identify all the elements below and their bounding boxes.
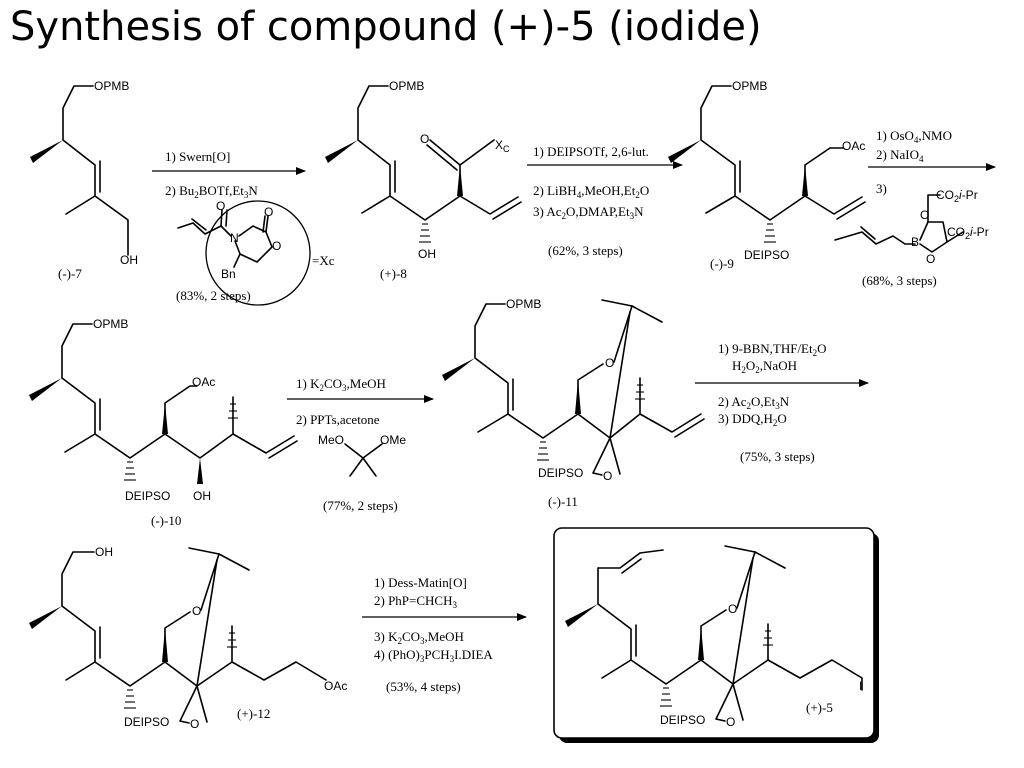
step-yield: (83%, 2 steps)	[176, 288, 251, 303]
atom-label: CO2i-Pr	[936, 188, 978, 204]
atom-label: O	[920, 208, 929, 222]
slide-title: Synthesis of compound (+)-5 (iodide)	[10, 4, 762, 50]
compound-label: (+)-8	[380, 266, 407, 281]
stereo-hash	[419, 223, 431, 243]
atom-label: O	[603, 469, 612, 483]
compound-8: OPMB O XC OH (+)-8	[325, 79, 522, 281]
atom-label: OPMB	[389, 79, 424, 93]
condition-line: 2) Ac2O,Et3N	[718, 394, 790, 411]
compound-5: O DEIPSO O I (+)-5	[553, 527, 879, 743]
compound-label: (-)-11	[548, 494, 578, 509]
atom-label: OMe	[380, 433, 406, 447]
step-2: 1) DEIPSOTf, 2,6-lut. 2) LiBH4,MeOH,Et2O…	[527, 144, 683, 258]
step-1: 1) Swern[O] 2) Bu2BOTf,Et3N O O N O Bn =…	[152, 149, 335, 306]
condition-line: 1) 9-BBN,THF/Et2O	[718, 341, 827, 358]
atom-label: DEIPSO	[125, 489, 170, 503]
step-yield: (77%, 2 steps)	[323, 498, 398, 513]
atom-label: OPMB	[506, 297, 541, 311]
atom-label: B	[911, 235, 919, 249]
condition-line: 1) DEIPSOTf, 2,6-lut.	[533, 144, 649, 159]
stereo-hash	[124, 632, 237, 709]
stereo-hash	[764, 223, 776, 243]
atom-label: I	[859, 679, 862, 693]
atom-label: OH	[193, 489, 211, 503]
atom-label: XC	[495, 138, 510, 154]
atom-label: O	[926, 252, 935, 266]
atom-label: OH	[95, 545, 113, 559]
xc-definition: =Xc	[312, 253, 335, 268]
step-yield: (62%, 3 steps)	[548, 243, 623, 258]
atom-label: O	[216, 199, 225, 213]
atom-label: O	[420, 132, 429, 146]
compound-label: (-)-9	[710, 256, 734, 271]
atom-label: DEIPSO	[744, 248, 789, 262]
atom-label: OAc	[324, 679, 347, 693]
atom-label: OAc	[192, 375, 215, 389]
compound-10: OPMB OAc DEIPSO OH (-)-10	[29, 317, 298, 528]
condition-line: 2) Bu2BOTf,Et3N	[165, 183, 258, 200]
atom-label: Bn	[221, 267, 236, 281]
condition-line: H2O2,NaOH	[732, 358, 797, 375]
stereo-hash	[124, 403, 238, 481]
atom-label: OAc	[842, 139, 865, 153]
atom-label: DEIPSO	[538, 466, 583, 480]
step-yield: (68%, 3 steps)	[862, 273, 937, 288]
product-box	[553, 527, 875, 739]
condition-line: 1) Swern[O]	[165, 149, 230, 164]
atom-label: OH	[418, 247, 436, 261]
condition-line: 2) LiBH4,MeOH,Et2O	[533, 183, 649, 200]
atom-label: CO2i-Pr	[947, 225, 989, 241]
atom-label: OPMB	[94, 79, 129, 93]
atom-label: OPMB	[93, 317, 128, 331]
atom-label: N	[230, 231, 239, 245]
compound-label: (-)-7	[58, 266, 82, 281]
compound-7: OPMB OH (-)-7	[30, 79, 138, 281]
compound-label: (+)-5	[806, 700, 833, 715]
atom-label: O	[272, 239, 281, 253]
atom-label: O	[264, 205, 273, 219]
compound-12: OH O DEIPSO O OAc (+)-12	[29, 545, 347, 731]
condition-line: 2) NaIO4	[876, 147, 924, 164]
atom-label: O	[728, 602, 737, 616]
condition-line: 1) OsO4,NMO	[876, 128, 952, 145]
atom-label: DEIPSO	[124, 715, 169, 729]
atom-label: OH	[120, 253, 138, 267]
step-yield: (75%, 3 steps)	[740, 449, 815, 464]
condition-line: 2) PhP=CHCH3	[374, 593, 458, 610]
condition-line: 3) K2CO3,MeOH	[374, 629, 464, 646]
step-5: 1) 9-BBN,THF/Et2O H2O2,NaOH 2) Ac2O,Et3N…	[695, 341, 869, 464]
chiral-auxiliary: O O N O Bn =Xc	[177, 199, 335, 306]
atom-label: O	[192, 604, 201, 618]
compound-label: (+)-12	[237, 706, 270, 721]
condition-line: 1) Dess-Matin[O]	[374, 575, 467, 590]
atom-label: O	[726, 715, 735, 729]
condition-line: 2) PPTs,acetone	[296, 412, 380, 427]
step-yield: (53%, 4 steps)	[386, 679, 461, 694]
atom-label: DEIPSO	[660, 713, 705, 727]
condition-line: 1) K2CO3,MeOH	[296, 376, 386, 393]
atom-label: O	[605, 356, 614, 370]
step-3: 1) OsO4,NMO 2) NaIO4 3) CO2i-Pr O B O CO…	[834, 128, 996, 288]
condition-line: 3) Ac2O,DMAP,Et3N	[533, 204, 644, 221]
compound-label: (-)-10	[151, 513, 181, 528]
compound-9: OPMB OAc DEIPSO (-)-9	[668, 79, 866, 271]
step-6: 1) Dess-Matin[O] 2) PhP=CHCH3 3) K2CO3,M…	[362, 575, 527, 694]
crotylboronate-reagent: CO2i-Pr O B O CO2i-Pr	[834, 188, 989, 266]
stereo-hash	[537, 384, 645, 461]
atom-label: OPMB	[732, 79, 767, 93]
condition-line: 3) DDQ,H2O	[718, 411, 787, 428]
stereo-hash	[660, 630, 773, 707]
condition-line: 4) (PhO)3PCH3I.DIEA	[374, 647, 493, 664]
condition-line: 3)	[876, 181, 887, 196]
atom-label: O	[190, 717, 199, 731]
dimethoxypropane-reagent: MeO OMe	[318, 433, 406, 477]
compound-11: OPMB O DEIPSO O (-)-11	[442, 297, 705, 509]
atom-label: MeO	[318, 433, 344, 447]
step-4: 1) K2CO3,MeOH 2) PPTs,acetone MeO OMe (7…	[287, 376, 434, 513]
